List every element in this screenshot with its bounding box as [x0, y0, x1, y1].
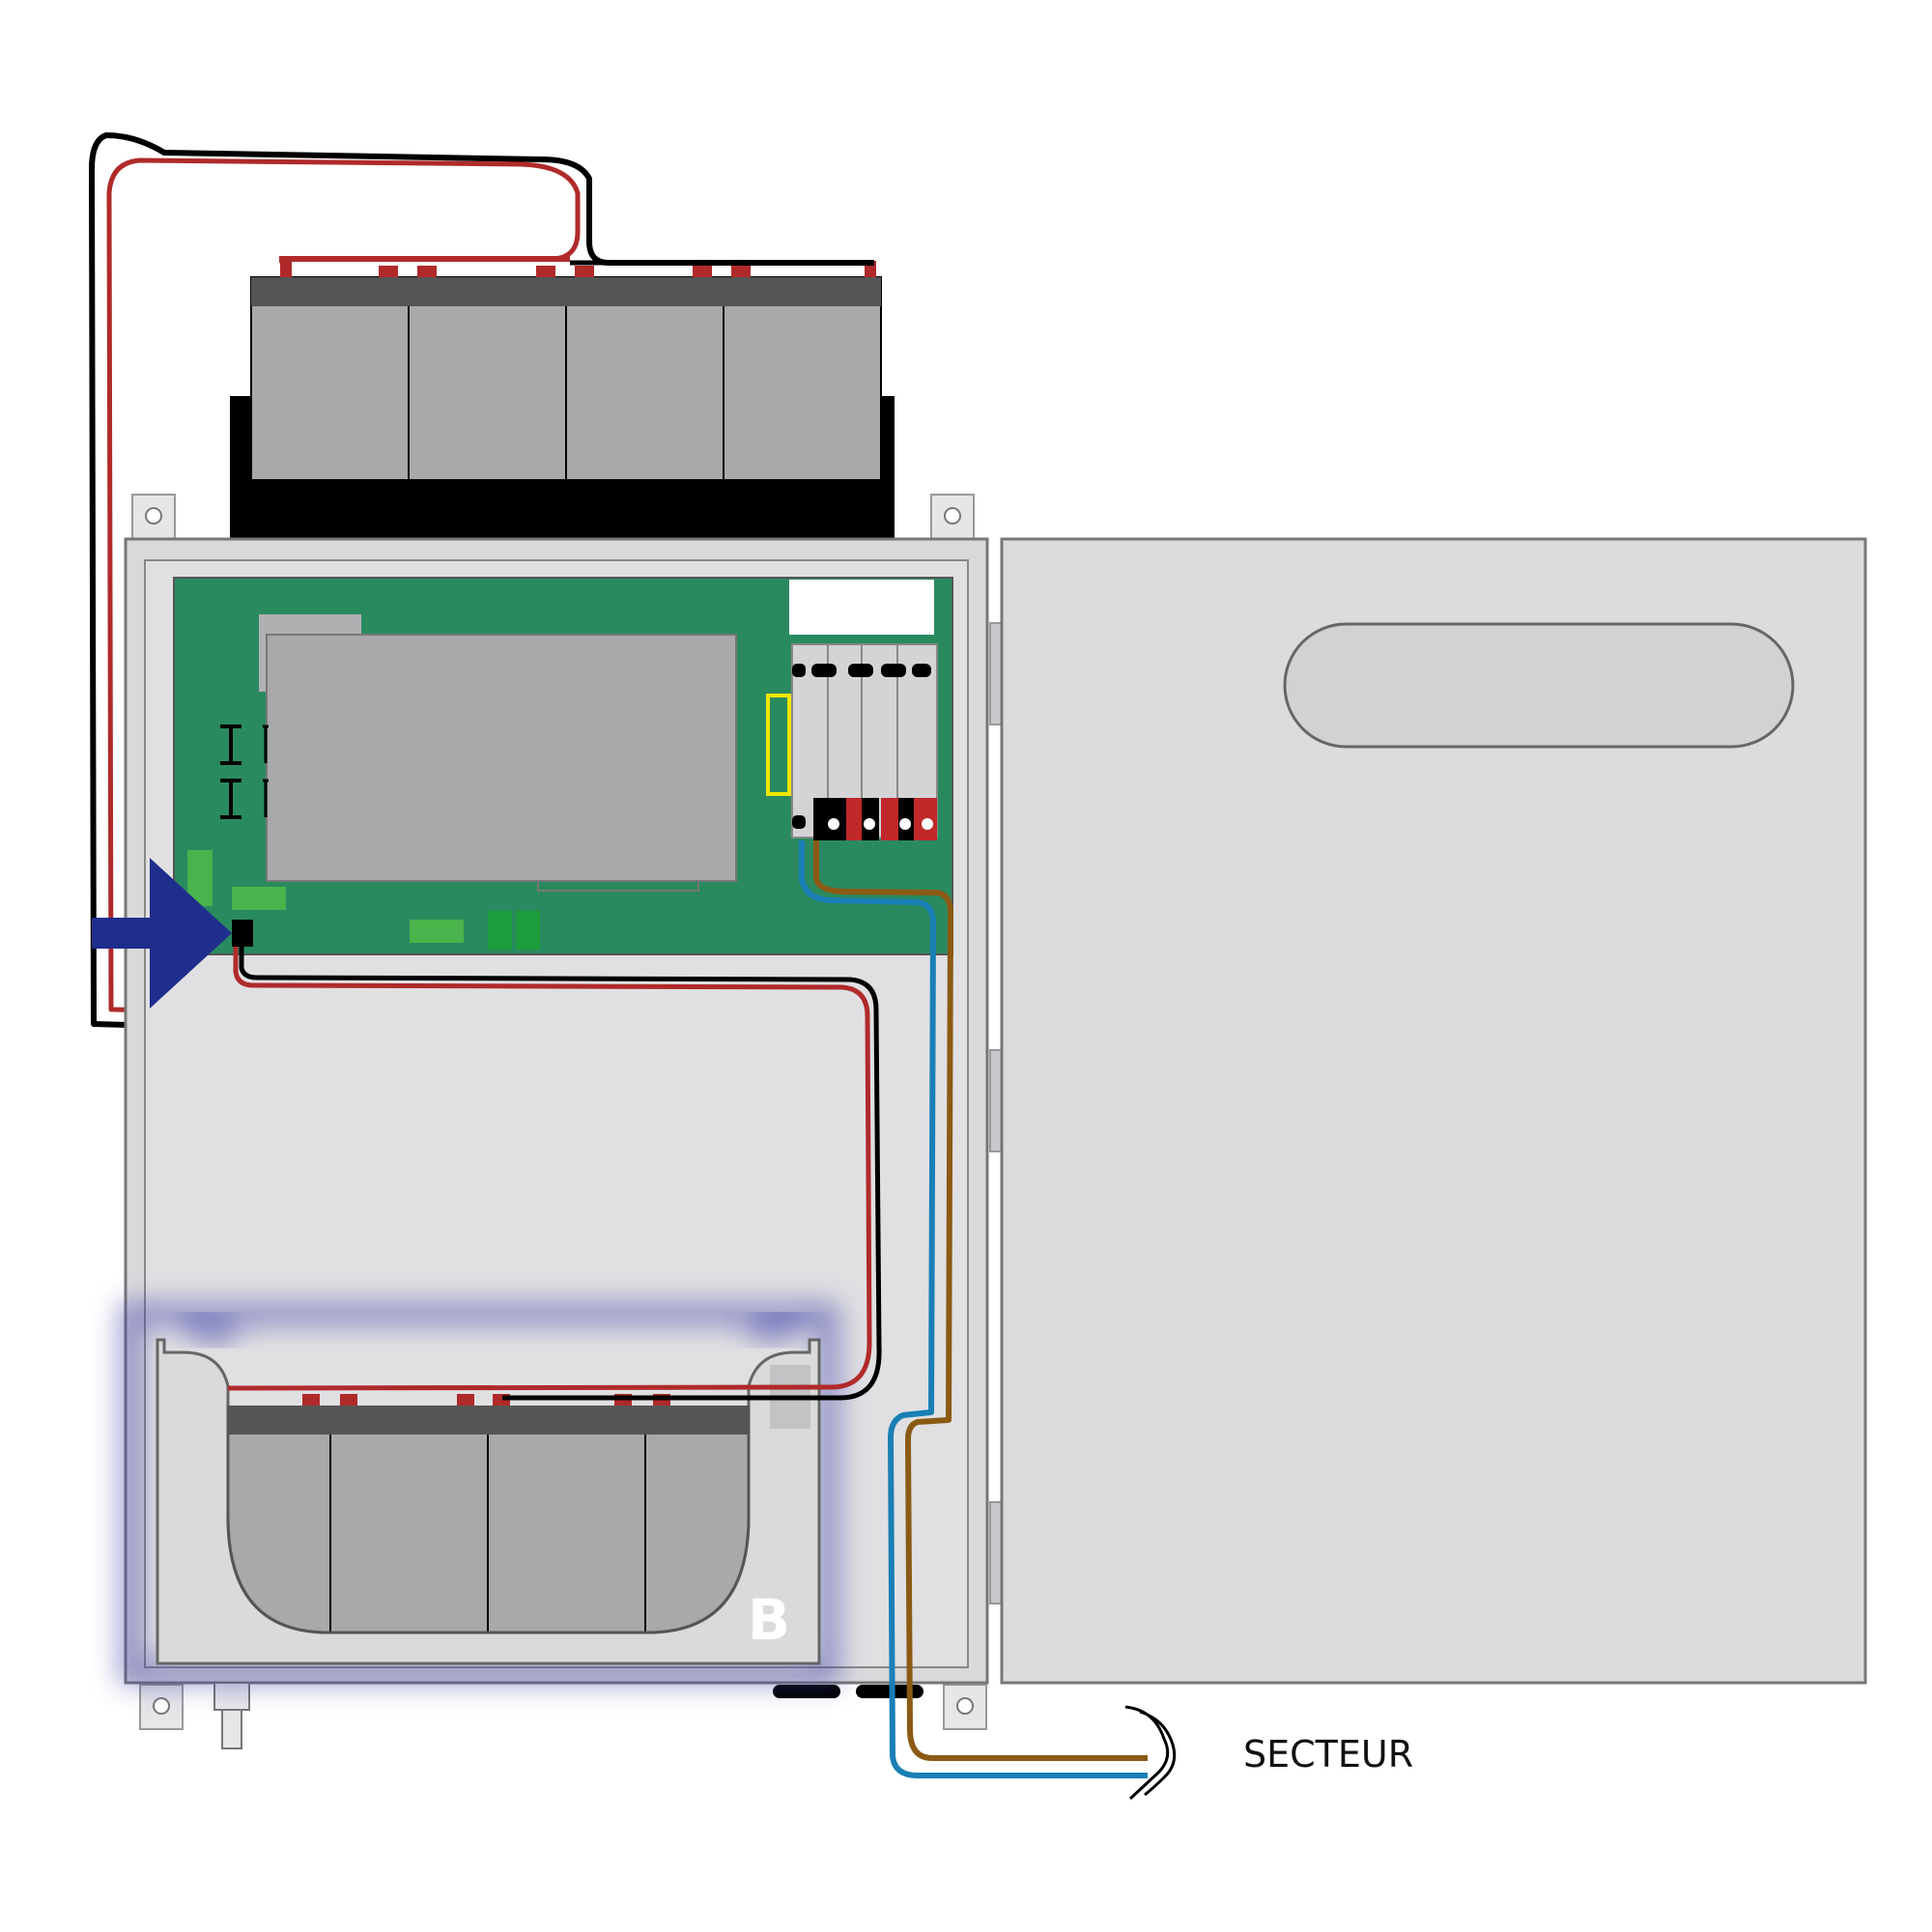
- hinge-middle: [989, 1049, 1003, 1152]
- diode-array: [220, 724, 269, 819]
- enclosure-door: [1000, 537, 1867, 1685]
- top-battery-cell-1: [250, 276, 410, 481]
- mounting-lug-top-left: [131, 494, 176, 540]
- mounting-lug-bottom-left: [139, 1684, 184, 1730]
- internal-battery-top-strip: [228, 1406, 749, 1435]
- battery-connector: [232, 920, 253, 947]
- internal-battery-pack: B: [156, 1338, 821, 1665]
- cable-break-icon: [1124, 1705, 1177, 1801]
- battery-zone-letter: B: [748, 1587, 790, 1653]
- top-battery-cell-2: [408, 276, 567, 481]
- internal-battery-cell-3: [487, 1406, 646, 1633]
- output-terminals: [792, 798, 937, 840]
- mounting-lug-bottom-right: [943, 1684, 987, 1730]
- earth-post: [213, 1682, 250, 1749]
- internal-battery-cell-2: [329, 1406, 489, 1633]
- top-battery-cell-3: [565, 276, 724, 481]
- terminal-label-area: [789, 580, 934, 635]
- top-battery-top-strip: [251, 277, 881, 306]
- cable-gland-1: [773, 1685, 840, 1698]
- power-supply-board: [173, 577, 953, 955]
- mounting-lug-top-right: [930, 494, 975, 540]
- transformer-block: [266, 634, 737, 882]
- led-connector-3: [410, 920, 464, 943]
- mains-wire-brown: [813, 840, 1148, 1761]
- led-connector-2: [232, 887, 286, 910]
- mains-cable: [799, 840, 1177, 1801]
- connection-pointer-arrow: [92, 858, 232, 1009]
- door-handle-recess: [1283, 622, 1795, 749]
- fuse-highlight: [766, 694, 791, 796]
- top-battery-tray: [230, 396, 895, 539]
- battery-zone-highlight: [120, 1297, 838, 1684]
- transformer-base: [537, 880, 699, 892]
- top-battery-cell-4: [723, 276, 882, 481]
- top-battery-pack: [230, 256, 895, 539]
- terminal-block: [791, 643, 938, 840]
- mains-label: SECTEUR: [1243, 1733, 1413, 1776]
- hinge-bottom: [989, 1501, 1003, 1605]
- hinge-top: [989, 622, 1003, 725]
- mains-wire-blue: [799, 840, 1148, 1778]
- internal-battery-cable: [227, 947, 882, 1401]
